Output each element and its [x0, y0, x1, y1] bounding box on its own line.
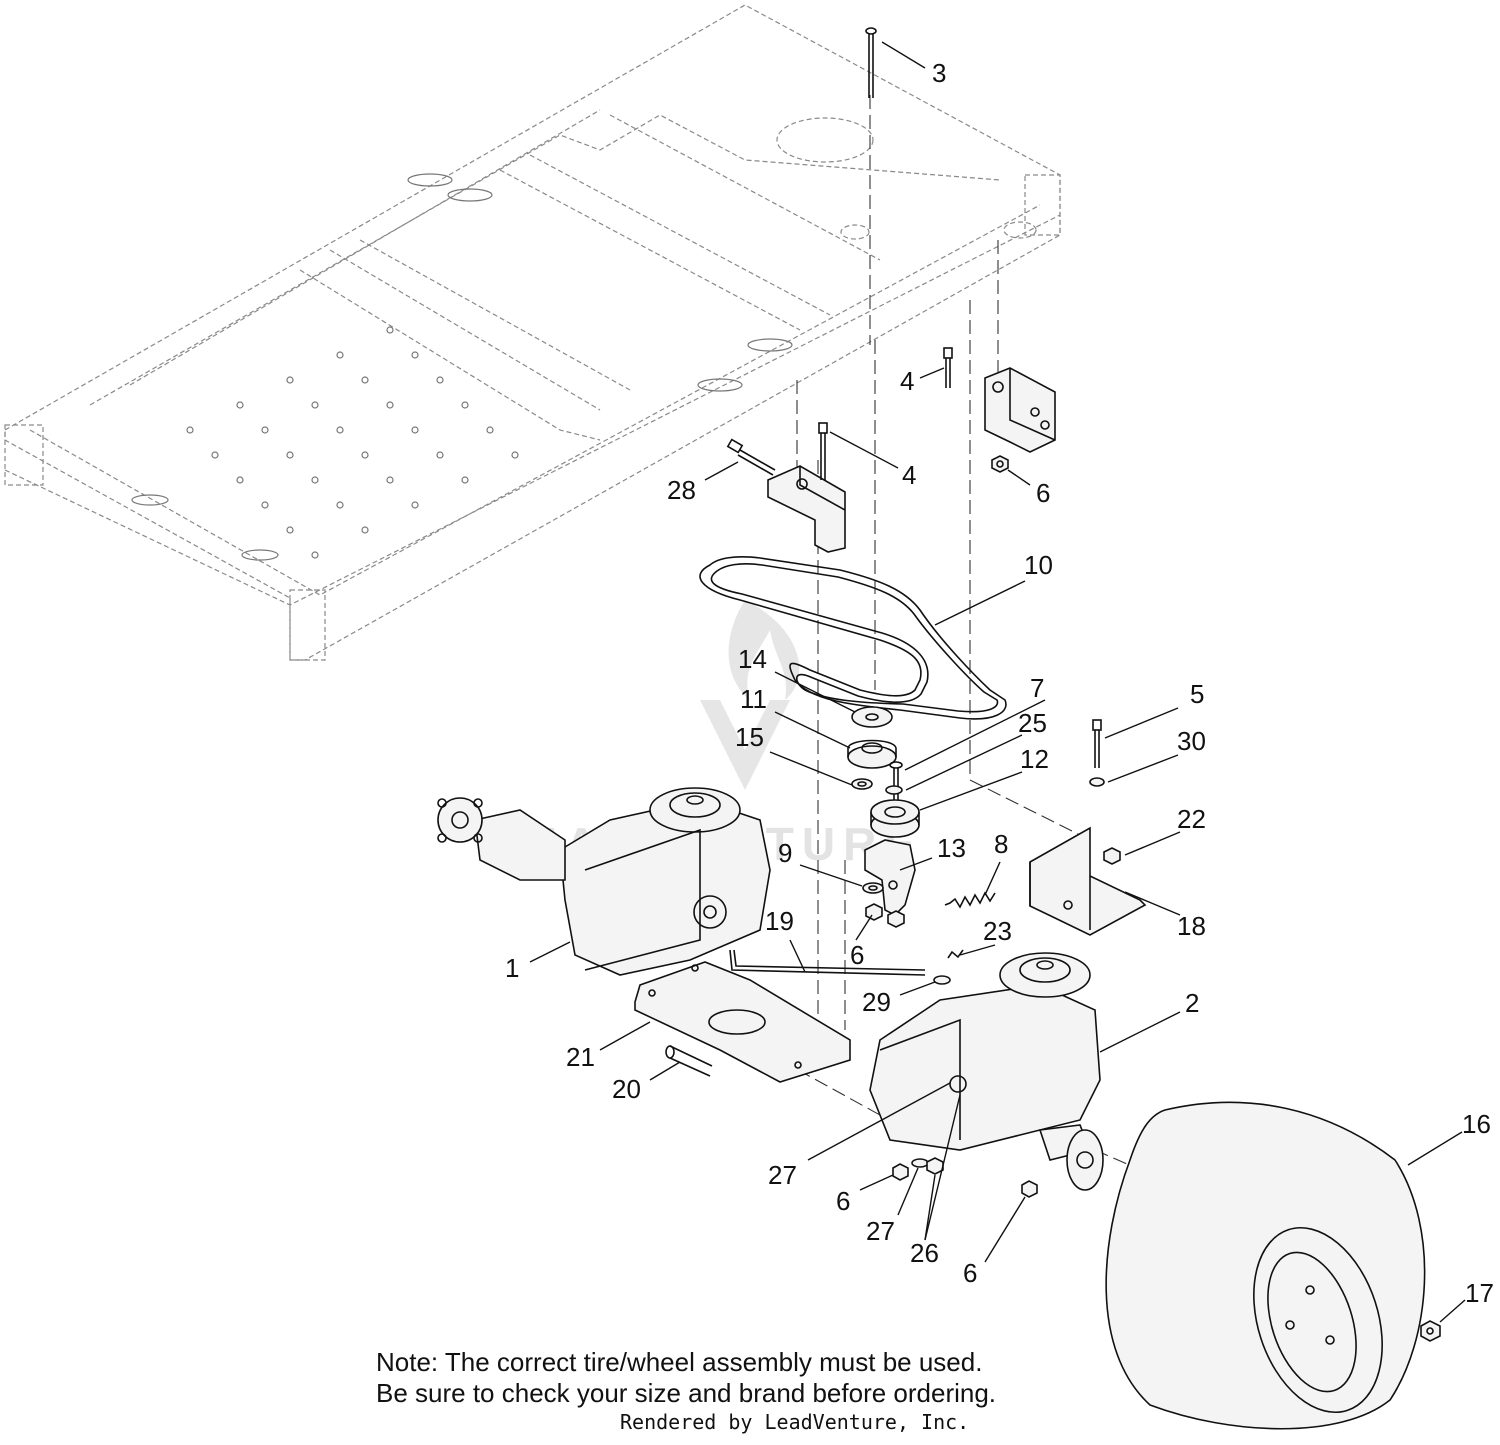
callout-4: 4 [900, 366, 914, 396]
callout-18: 18 [1177, 911, 1206, 941]
callout-29: 29 [862, 987, 891, 1017]
idler-pulley-12 [870, 799, 920, 838]
bolt-5 [1092, 719, 1102, 768]
pin-20 [665, 1045, 713, 1077]
nut-6-idler [865, 903, 905, 928]
motor-bracket-right [984, 367, 1056, 453]
note-line-2: Be sure to check your size and brand bef… [376, 1378, 997, 1408]
spring-8 [944, 891, 996, 909]
washer-27 [911, 1158, 929, 1168]
callout-1: 1 [505, 953, 519, 983]
washer-29 [933, 975, 951, 985]
callout-28: 28 [667, 475, 696, 505]
callout-7: 7 [1030, 673, 1044, 703]
nut-6-lower [892, 1163, 1038, 1198]
callout-6: 6 [850, 940, 864, 970]
chassis-frame [4, 4, 1061, 661]
bracket-18 [1029, 826, 1147, 936]
callout-14: 14 [738, 644, 767, 674]
callout-20: 20 [612, 1074, 641, 1104]
callout-labels: 3 4 6 4 28 10 14 7 5 11 25 30 15 12 22 1… [505, 58, 1494, 1308]
bolt-4-lower [818, 422, 828, 480]
ordering-note: Note: The correct tire/wheel assembly mu… [376, 1347, 996, 1409]
bolt-28 [726, 438, 776, 476]
callout-27: 27 [768, 1160, 797, 1190]
callout-23: 23 [983, 916, 1012, 946]
leader-lines [529, 41, 1466, 1323]
callout-26: 26 [910, 1238, 939, 1268]
plate-21 [634, 961, 851, 1083]
callout-5: 5 [1190, 679, 1204, 709]
callout-6: 6 [963, 1258, 977, 1288]
callout-17: 17 [1465, 1278, 1494, 1308]
callout-6: 6 [1036, 478, 1050, 508]
rod-19 [729, 949, 926, 976]
transmission-1 [437, 787, 771, 976]
rendered-by-footer: Rendered by LeadVenture, Inc. [620, 1410, 970, 1434]
callout-10: 10 [1024, 550, 1053, 580]
drive-belt-10 [699, 556, 1007, 720]
callout-21: 21 [566, 1042, 595, 1072]
washer-25 [885, 785, 903, 795]
idler-arm-13 [864, 839, 916, 916]
callout-3: 3 [932, 58, 946, 88]
nut-22 [1103, 847, 1121, 865]
tire-16 [1105, 1101, 1426, 1430]
note-line-1: Note: The correct tire/wheel assembly mu… [376, 1347, 983, 1377]
callout-8: 8 [994, 829, 1008, 859]
lug-nut-17 [1420, 1320, 1441, 1342]
nut-26 [926, 1157, 944, 1175]
washer-15 [851, 778, 873, 790]
callout-4: 4 [902, 460, 916, 490]
callout-9: 9 [778, 838, 792, 868]
bolt-3 [865, 27, 877, 98]
callout-25: 25 [1018, 708, 1047, 738]
callout-11: 11 [740, 684, 767, 714]
callout-27: 27 [866, 1216, 895, 1246]
nut-6-upper [991, 455, 1009, 473]
transmission-2 [869, 952, 1104, 1191]
bolt-4-upper [943, 347, 953, 388]
deck-hole-grid [186, 326, 519, 559]
callout-22: 22 [1177, 804, 1206, 834]
callout-30: 30 [1177, 726, 1206, 756]
callout-19: 19 [765, 906, 794, 936]
washer-30 [1089, 777, 1105, 787]
idler-pulley-14 [851, 706, 893, 728]
callout-13: 13 [937, 833, 966, 863]
clip-23 [947, 949, 964, 959]
callout-6: 6 [836, 1186, 850, 1216]
callout-12: 12 [1020, 744, 1049, 774]
washer-9 [862, 882, 884, 894]
callout-16: 16 [1462, 1109, 1491, 1139]
callout-15: 15 [735, 722, 764, 752]
callout-2: 2 [1185, 988, 1199, 1018]
idler-pulley-11 [847, 739, 897, 769]
motor-bracket-left [767, 465, 846, 553]
